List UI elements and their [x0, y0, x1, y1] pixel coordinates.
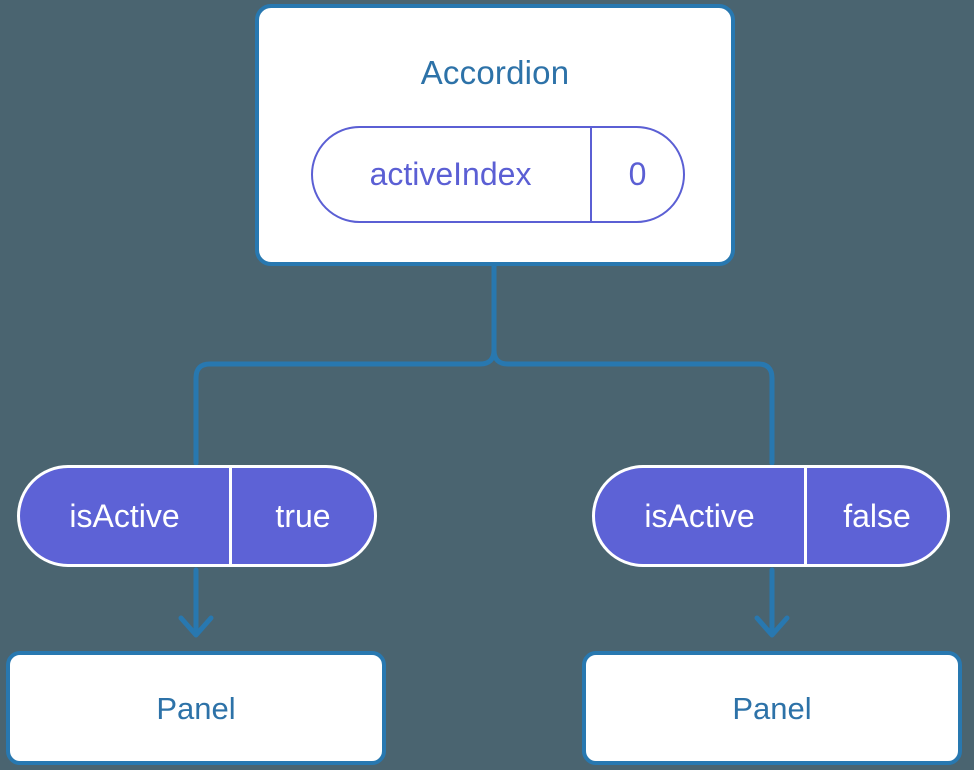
arrow-left-head-icon	[178, 615, 214, 638]
edge-root-to-child-right	[491, 261, 775, 466]
prop-pill-isactive-false[interactable]: isActive false	[592, 465, 950, 567]
prop-pill-value: false	[843, 497, 911, 534]
state-pill-activeindex[interactable]: activeIndex 0	[311, 126, 685, 223]
prop-pill-key: isActive	[20, 468, 232, 564]
prop-pill-value: true	[275, 497, 331, 534]
component-card-panel-left[interactable]: Panel	[6, 651, 386, 765]
arrow-right-head-icon	[754, 615, 790, 638]
component-title-panel: Panel	[156, 690, 236, 726]
prop-pill-key: isActive	[595, 468, 807, 564]
component-title-panel: Panel	[732, 690, 812, 726]
component-card-panel-right[interactable]: Panel	[582, 651, 962, 765]
component-title-accordion: Accordion	[420, 54, 570, 91]
prop-pill-isactive-true[interactable]: isActive true	[17, 465, 377, 567]
edge-root-to-children	[193, 261, 497, 466]
state-pill-value: 0	[628, 156, 647, 192]
component-card-accordion[interactable]: Accordion activeIndex 0	[255, 4, 735, 266]
state-pill-key: activeIndex	[313, 128, 592, 221]
